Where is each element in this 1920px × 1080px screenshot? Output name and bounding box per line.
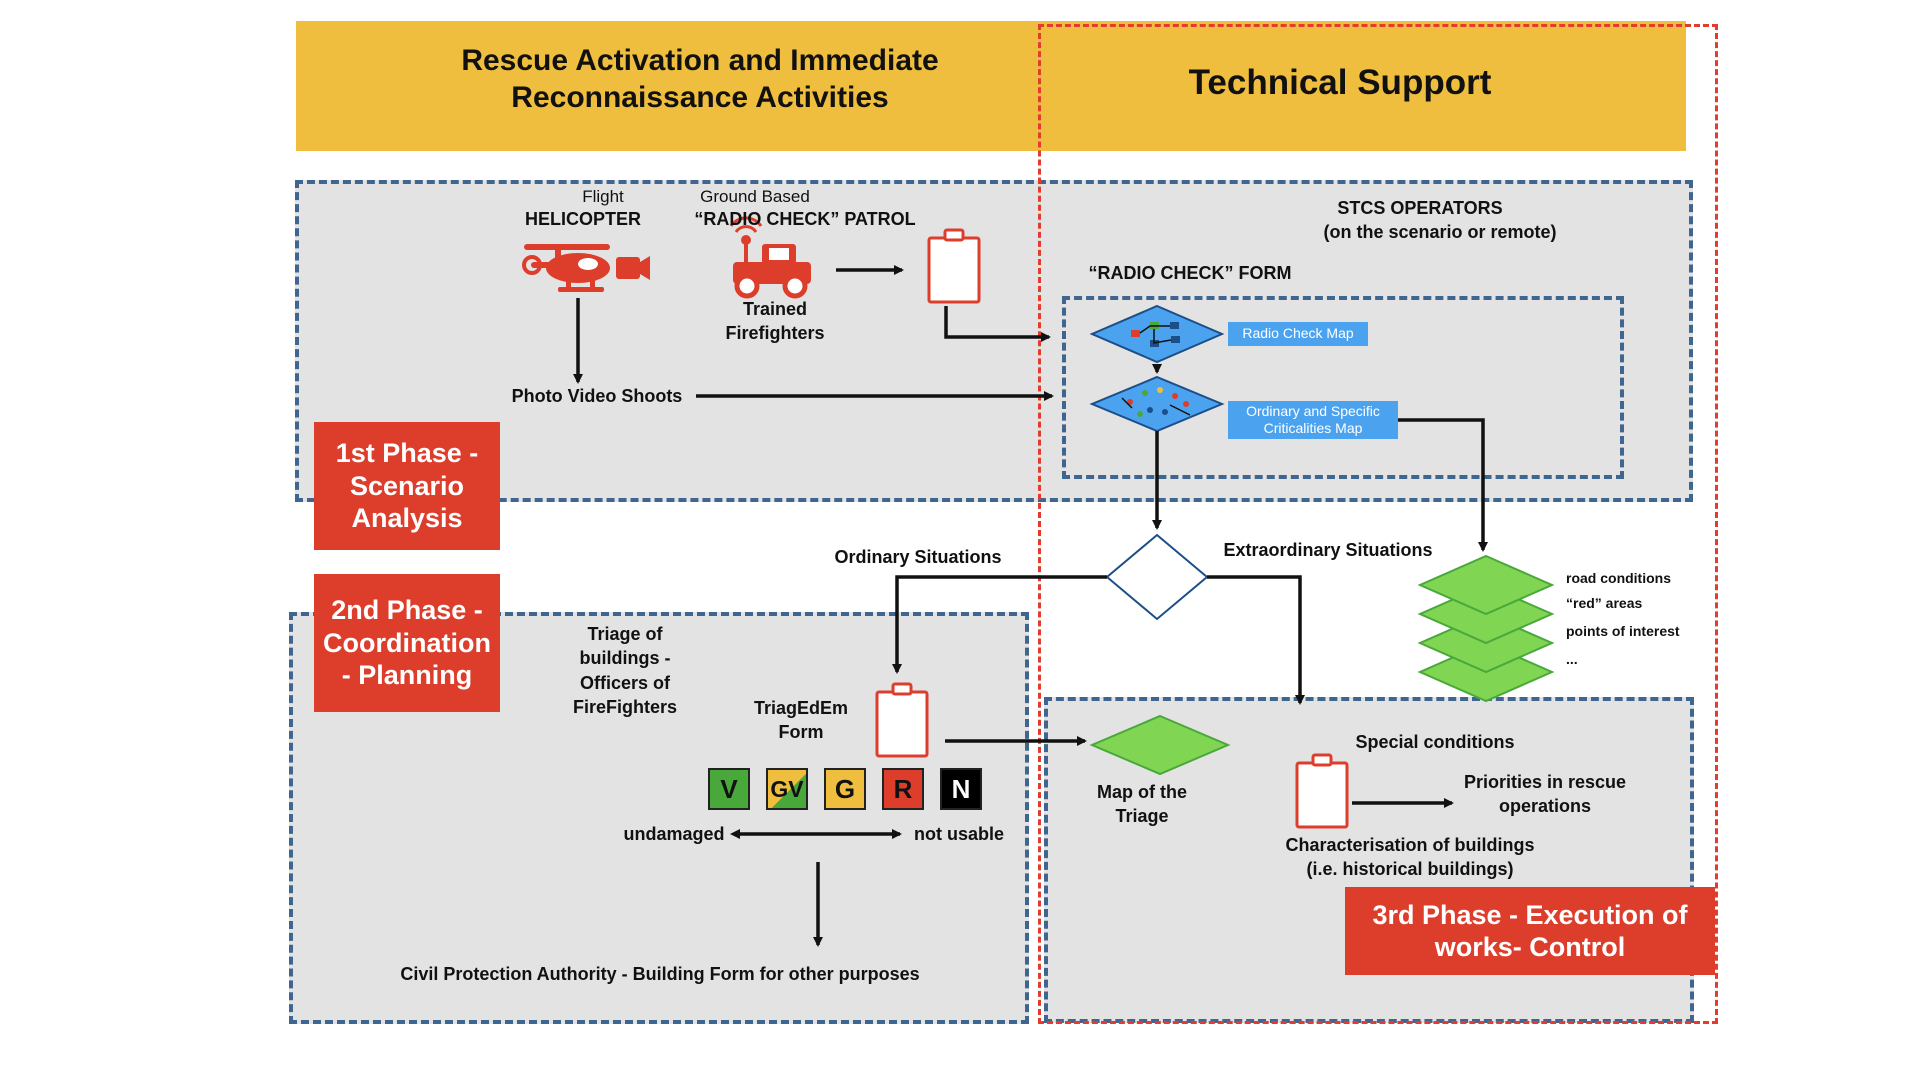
arrow-form-radiomap (944, 306, 1051, 342)
header-left-title: Rescue Activation and Immediate Reconnai… (461, 44, 939, 114)
trained-firefighters: Trained Firefighters (725, 299, 825, 344)
radio-check-form-title: “RADIO CHECK” FORM (1088, 263, 1292, 283)
stcs-operators: STCS OPERATORS (1337, 198, 1503, 218)
patrol-title: “RADIO CHECK” PATROL (694, 209, 916, 229)
criticalities-map-diamond (1089, 375, 1225, 433)
arrow-ordinary (892, 575, 1107, 674)
patrol-vehicle-icon (729, 216, 811, 299)
triagedem-form: TriagEdEm Form (753, 698, 849, 743)
header-right-title: Technical Support (1188, 63, 1492, 102)
rating-n: N (940, 768, 982, 810)
technical-support-outline (1038, 24, 1718, 1024)
arrow-crit-layers (1398, 418, 1488, 552)
radio-check-map-label: Radio Check Map (1228, 322, 1368, 346)
layer-red-areas: “red” areas (1566, 595, 1643, 611)
header-band (296, 21, 1686, 151)
not-usable-label: not usable (913, 824, 1004, 844)
radio-check-form-box (1062, 296, 1624, 479)
characterisation-buildings: Characterisation of buildings (i.e. hist… (1285, 835, 1535, 880)
map-of-the-triage: Map of the Triage (1097, 782, 1187, 827)
stcs-subtitle: (on the scenario or remote) (1323, 222, 1557, 242)
civil-protection-form: Civil Protection Authority - Building Fo… (400, 964, 920, 984)
rating-g: G (824, 768, 866, 810)
phase2-label: 2nd Phase - Coordination - Planning (314, 574, 500, 712)
priorities-rescue: Priorities in rescue operations (1463, 772, 1627, 817)
rating-v: V (708, 768, 750, 810)
layer-points-of-interest: points of interest (1566, 623, 1680, 639)
layer-more: ... (1566, 651, 1578, 667)
phase1-panel (295, 180, 1693, 502)
clipboard-icon-characterisation (1295, 753, 1349, 829)
extraordinary-situations: Extraordinary Situations (1223, 540, 1433, 560)
clipboard-icon-triage (875, 682, 929, 758)
arrow-extraordinary (1207, 575, 1305, 705)
helicopter-sublabel: Flight (582, 187, 624, 206)
phase1-label: 1st Phase - Scenario Analysis (314, 422, 500, 550)
patrol-sublabel: Ground Based (700, 187, 810, 206)
map-of-triage-diamond (1089, 714, 1231, 776)
helicopter-title: HELICOPTER (524, 209, 641, 229)
photo-video-shoots: Photo Video Shoots (511, 386, 683, 406)
undamaged-label: undamaged (623, 824, 725, 844)
rating-gv: GV (766, 768, 808, 810)
layer-road-conditions: road conditions (1566, 570, 1671, 586)
decision-diamond (1105, 533, 1209, 621)
special-conditions: Special conditions (1355, 732, 1515, 752)
triage-of-buildings: Triage of buildings - Officers of FireFi… (572, 624, 678, 717)
helicopter-icon (522, 244, 650, 292)
ordinary-situations: Ordinary Situations (834, 547, 1002, 567)
criticalities-map-label: Ordinary and Specific Criticalities Map (1228, 401, 1398, 439)
radio-check-map-diamond (1089, 304, 1225, 364)
rating-r: R (882, 768, 924, 810)
clipboard-icon (927, 228, 981, 304)
phase3-label: 3rd Phase - Execution of works- Control (1345, 887, 1715, 975)
layer-stack-icon (1417, 554, 1555, 703)
